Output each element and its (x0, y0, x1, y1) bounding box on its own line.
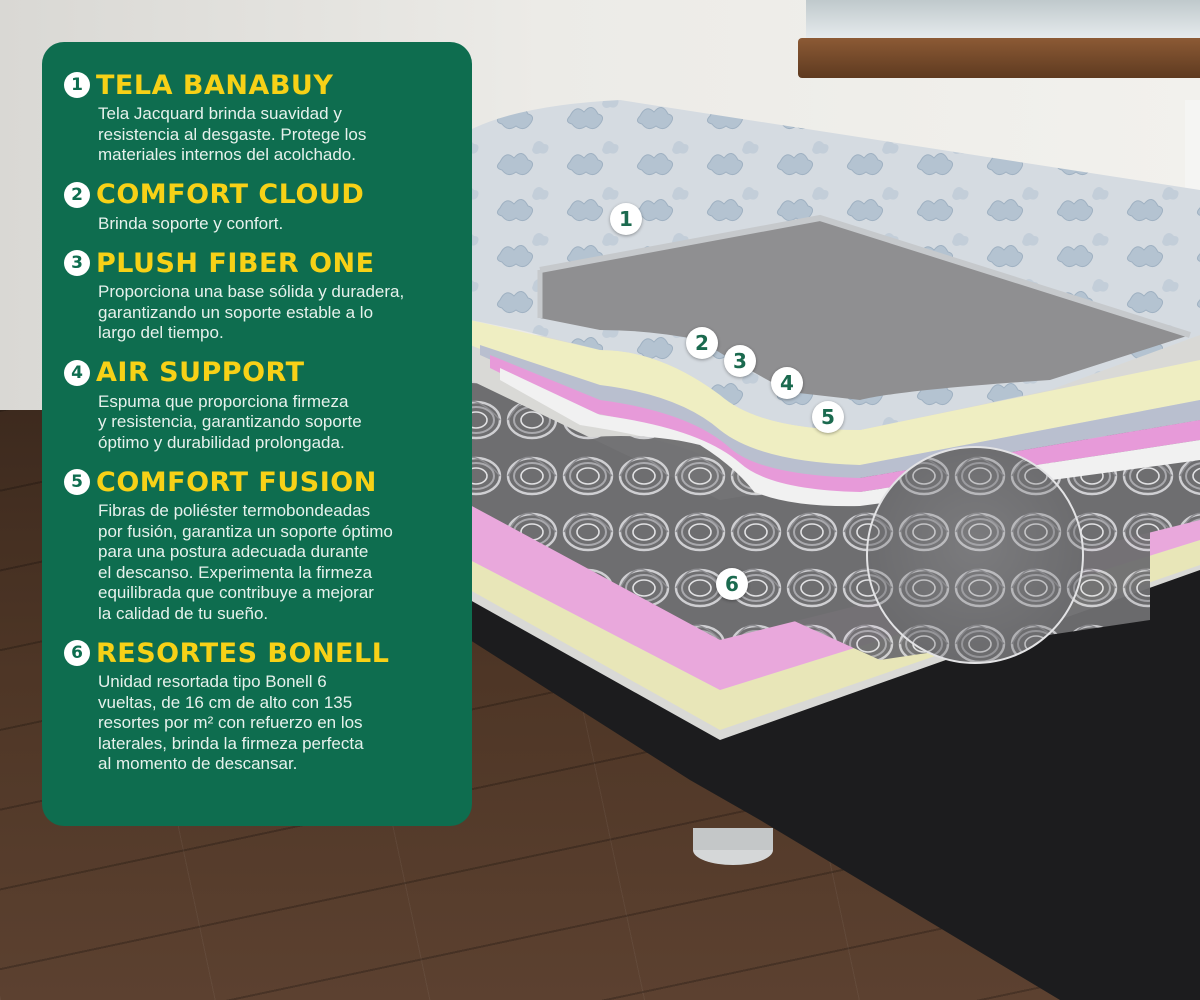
layer-badge-2: 2 (686, 327, 718, 359)
feature-description: Fibras de poliéster termobondeadas por f… (98, 501, 393, 623)
feature-item-plush-fiber-one: 3 PLUSH FIBER ONE Proporciona una base s… (64, 246, 448, 344)
feature-title: AIR SUPPORT (96, 357, 305, 388)
feature-title: RESORTES BONELL (96, 637, 390, 669)
feature-title: COMFORT CLOUD (96, 179, 365, 210)
layer-badge-4: 4 (771, 367, 803, 399)
feature-description: Espuma que proporciona firmeza y resiste… (98, 391, 362, 452)
feature-item-tela-banabuy: 1 TELA BANABUY Tela Jacquard brinda suav… (64, 68, 448, 166)
feature-number: 2 (64, 181, 90, 208)
features-panel: 1 TELA BANABUY Tela Jacquard brinda suav… (42, 42, 472, 826)
feature-number: 3 (64, 250, 90, 276)
feature-description: Proporciona una base sólida y duradera, … (98, 282, 405, 342)
feature-item-comfort-fusion: 5 COMFORT FUSION Fibras de poliéster ter… (64, 465, 448, 624)
feature-item-resortes-bonell: 6 RESORTES BONELL Unidad resortada tipo … (64, 636, 448, 775)
feature-item-air-support: 4 AIR SUPPORT Espuma que proporciona fir… (64, 356, 448, 454)
feature-title: COMFORT FUSION (96, 466, 377, 498)
layer-badge-6: 6 (716, 568, 748, 600)
feature-description: Unidad resortada tipo Bonell 6 vueltas, … (98, 672, 364, 773)
feature-title: PLUSH FIBER ONE (96, 247, 375, 279)
window-glass (806, 0, 1200, 40)
feature-number: 1 (64, 72, 90, 98)
feature-description: Tela Jacquard brinda suavidad y resisten… (98, 104, 367, 164)
layer-badge-1: 1 (610, 203, 642, 235)
feature-item-comfort-cloud: 2 COMFORT CLOUD Brinda soporte y confort… (64, 178, 448, 235)
layer-badge-5: 5 (812, 401, 844, 433)
feature-number: 5 (64, 469, 90, 495)
layer-badge-3: 3 (724, 345, 756, 377)
feature-number: 6 (64, 640, 90, 666)
feature-title: TELA BANABUY (96, 69, 334, 101)
wooden-shelf (798, 38, 1200, 78)
feature-number: 4 (64, 359, 90, 386)
feature-description: Brinda soporte y confort. (98, 213, 284, 233)
